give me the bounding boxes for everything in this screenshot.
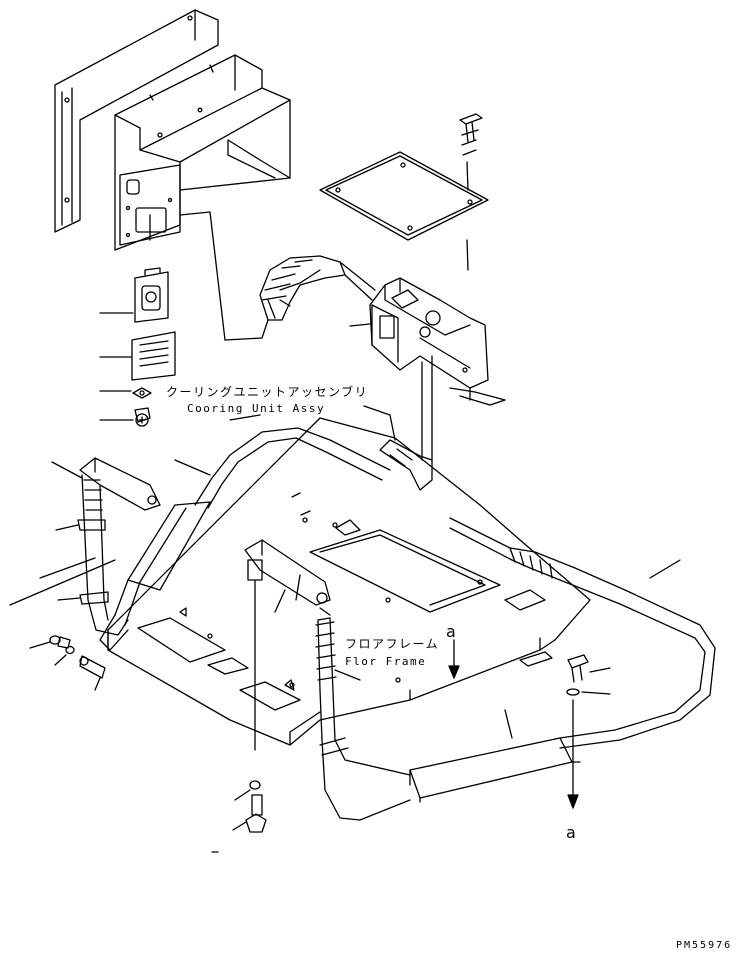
air-duct	[99, 427, 716, 821]
cooling-unit	[229, 255, 506, 491]
cover-plate	[319, 113, 489, 271]
cooling-unit-label-jp: クーリングユニットアッセンブリ	[166, 385, 369, 399]
reference-mark-a-top: a	[446, 622, 456, 641]
cooling-unit-label-en: Cooring Unit Assy	[187, 402, 326, 415]
reference-mark-a-bottom: a	[566, 823, 576, 842]
floor-frame-label-en: Flor Frame	[345, 655, 427, 668]
bottom-fasteners	[211, 299, 611, 853]
floor-frame	[107, 417, 591, 746]
switch-louver-parts	[99, 267, 176, 427]
drawing-code: PM55976	[676, 940, 733, 951]
cover-panel-assembly	[54, 9, 291, 341]
floor-frame-label-jp: フロアフレーム	[345, 637, 440, 651]
left-hose	[9, 457, 161, 691]
centre-hose	[244, 539, 331, 751]
leader-lines	[174, 299, 681, 681]
